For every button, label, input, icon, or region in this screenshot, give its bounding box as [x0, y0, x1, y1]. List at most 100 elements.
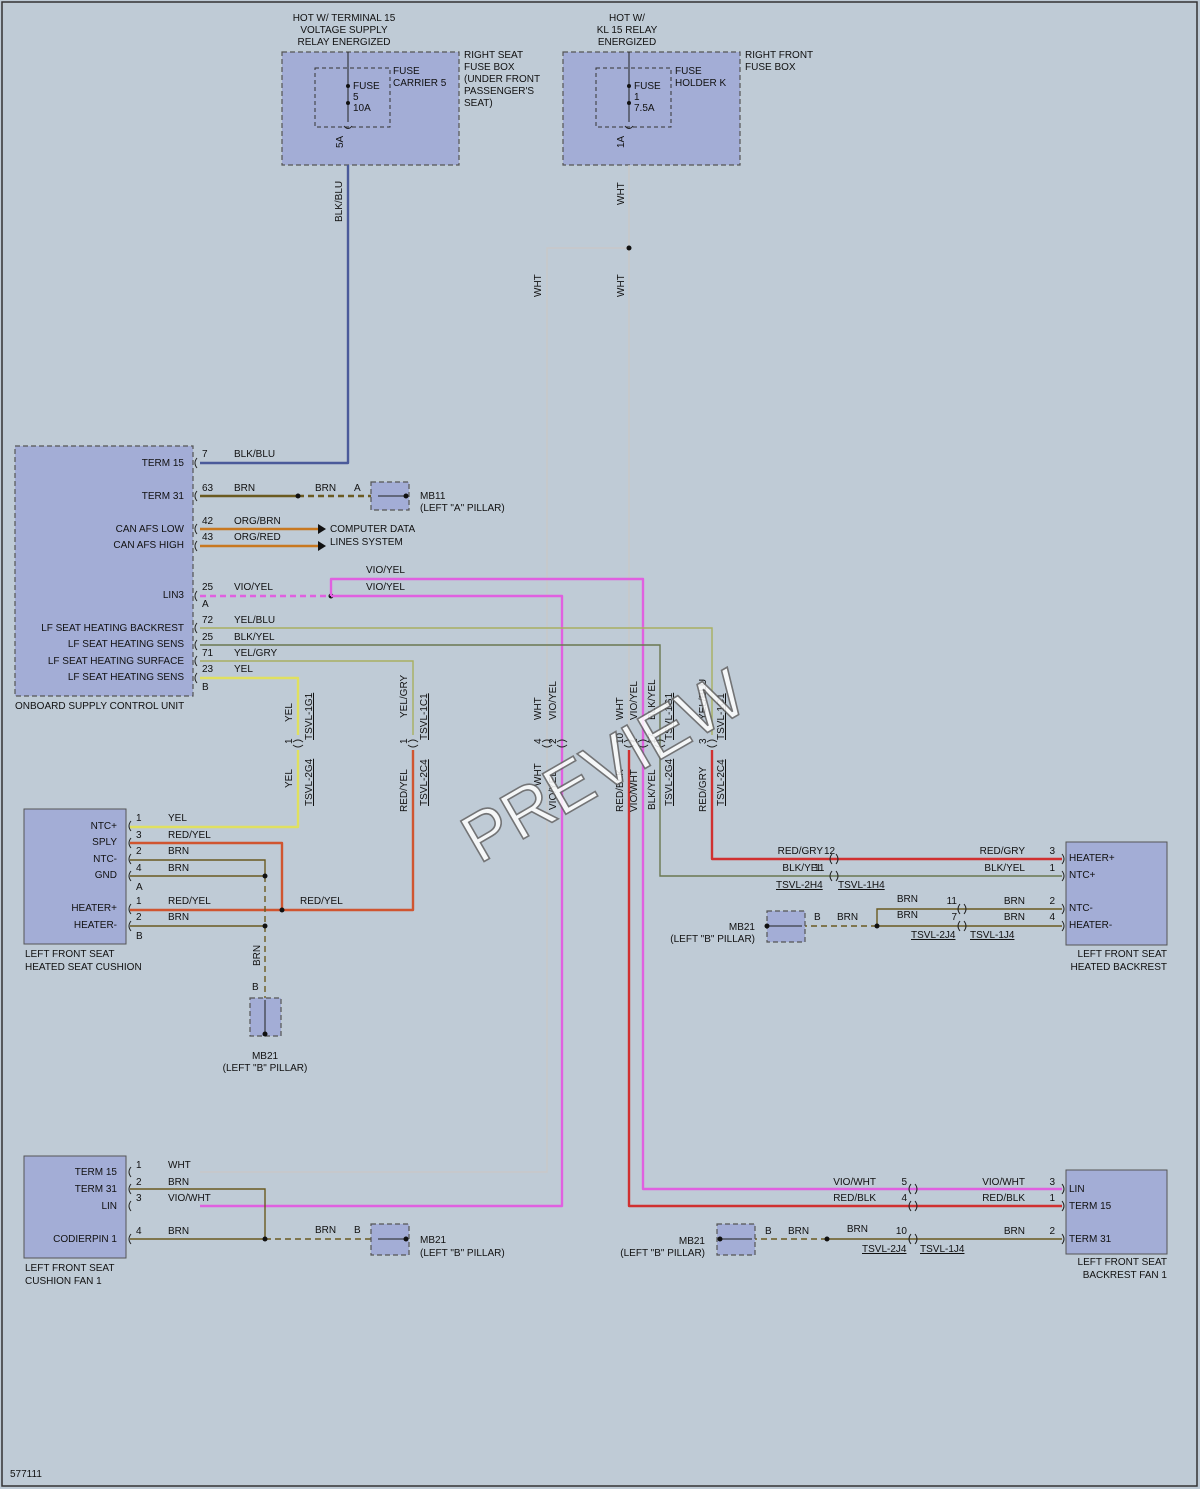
backrest-mb21: MB21: [729, 922, 756, 933]
backrest-label-2: NTC-: [1069, 903, 1093, 914]
backrest-name-2: HEATED BACKREST: [1071, 962, 1168, 973]
fan1-name-2: CUSHION FAN 1: [25, 1276, 102, 1287]
backrest-inner-n-0: 12: [824, 846, 836, 857]
c1-conn: TSVL-1G1: [304, 692, 315, 740]
backrest-fan-box[interactable]: [1065, 1169, 1168, 1255]
cushion-wire-0: YEL: [168, 813, 187, 824]
fan1-label-1: TERM 31: [75, 1184, 118, 1195]
c2-conn2: TSVL-2C4: [419, 759, 430, 806]
fuse1-carrier-1: FUSE: [393, 66, 420, 77]
heated-backrest: HEATER+ NTC+ NTC- HEATER- 3 1 2 4 RED/GR…: [670, 841, 1168, 973]
hotkl-line3: ENERGIZED: [598, 37, 656, 48]
fan2-conn-1: TSVL-1J4: [920, 1244, 965, 1255]
ecu-pin-label-4: LIN3: [163, 590, 185, 601]
wire-red-blk[interactable]: [627, 750, 1062, 1208]
wire-vio-yel-backrest-fan[interactable]: [329, 577, 1062, 1191]
c2-num: 1: [399, 738, 410, 744]
right-seat-fuse-box[interactable]: [281, 51, 460, 166]
cushion-wire-1: RED/YEL: [168, 830, 211, 841]
c3-bot: WHT: [533, 763, 544, 786]
cushion-conn-a: A: [136, 882, 143, 893]
backrest-box[interactable]: [1065, 841, 1168, 946]
c5-num: 10: [615, 732, 626, 744]
fuse1-rating: 10A: [353, 103, 371, 114]
backrest-inner-n-2: 11: [947, 896, 958, 907]
backrest-num-0: 3: [1049, 846, 1055, 857]
fuse1-carrier-2: CARRIER 5: [393, 78, 447, 89]
cushion-box[interactable]: [23, 808, 127, 945]
ecu-box[interactable]: [14, 445, 194, 697]
backrest-brn: BRN: [837, 912, 858, 923]
fuse2-title: FUSE: [634, 81, 661, 92]
wires: BLK/BLU WHT WHT WHT: [130, 165, 1062, 1242]
backrest-inner-w-1: BLK/YEL: [782, 863, 823, 874]
cushion-wire-4: RED/YEL: [168, 896, 211, 907]
cds-1: COMPUTER DATA: [330, 524, 416, 535]
ecu-brn2: BRN: [315, 483, 336, 494]
backrest-inner-n-1: 11: [814, 863, 825, 874]
cushion-mb21-loc: (LEFT "B" PILLAR): [223, 1063, 308, 1074]
cushion-label-4: HEATER+: [71, 903, 117, 914]
fan2-inner-n-1: 4: [901, 1193, 907, 1204]
c3-top: WHT: [533, 697, 544, 720]
wire-wht-fan1[interactable]: [200, 247, 629, 1173]
backrest-conn-3: TSVL-1J4: [970, 930, 1015, 941]
ecu-pin-label-7: LF SEAT HEATING SURFACE: [48, 656, 184, 667]
backrest-conn-0: TSVL-2H4: [776, 880, 823, 891]
fuse2-out: 1A: [616, 135, 627, 148]
fan2-brn: BRN: [788, 1226, 809, 1237]
backrest-num-1: 1: [1049, 863, 1055, 874]
ecu-pin-label-3: CAN AFS HIGH: [113, 540, 184, 551]
hot15-line1: HOT W/ TERMINAL 15: [293, 13, 396, 24]
cushion-b: B: [252, 982, 259, 993]
backrest-wire-0: RED/GRY: [980, 846, 1026, 857]
fb2-name-2: FUSE BOX: [745, 62, 796, 73]
ecu-term-a: A: [354, 483, 361, 494]
fan2-conn-0: TSVL-2J4: [862, 1244, 907, 1255]
fan1-mb21: MB21: [420, 1235, 447, 1246]
c8-conn: TSVL-1C1: [716, 693, 727, 740]
fuse2-num: 1: [634, 92, 640, 103]
cushion-name-1: LEFT FRONT SEAT: [25, 949, 114, 960]
ecu-pin-num-1: 63: [202, 483, 214, 494]
fb1-name-4: PASSENGER'S: [464, 86, 534, 97]
wire-blk-blu[interactable]: [200, 165, 350, 465]
wire-vio-yel-cushion-fan[interactable]: [200, 594, 564, 1208]
vio-yel-1: VIO/YEL: [366, 565, 405, 576]
backrest-num-3: 4: [1049, 912, 1055, 923]
right-front-fuse-box[interactable]: [562, 51, 741, 166]
label-wht-1: WHT: [616, 182, 627, 205]
ecu-conn-a: A: [202, 599, 209, 610]
ecu-pin-label-0: TERM 15: [142, 458, 185, 469]
cushion-fan-box[interactable]: [23, 1155, 127, 1259]
fan2-mb21-loc: (LEFT "B" PILLAR): [620, 1248, 705, 1259]
fan2-wire-0: VIO/WHT: [982, 1177, 1025, 1188]
ecu-pin-num-7: 71: [202, 648, 214, 659]
backrest-conn-1: TSVL-1H4: [838, 880, 885, 891]
c6-num: 1: [629, 738, 640, 744]
ecu-conn-b: B: [202, 682, 209, 693]
fuse-box-right-seat: HOT W/ TERMINAL 15 VOLTAGE SUPPLY RELAY …: [281, 13, 540, 166]
ecu-pin-num-5: 72: [202, 615, 214, 626]
fan1-label-2: LIN: [101, 1201, 117, 1212]
label-wht-3: WHT: [533, 274, 544, 297]
cds-2: LINES SYSTEM: [330, 537, 403, 548]
cushion-label-1: SPLY: [92, 837, 117, 848]
fan1-label-0: TERM 15: [75, 1167, 118, 1178]
label-blkblu-vertical: BLK/BLU: [334, 181, 345, 222]
ecu-pin-num-3: 43: [202, 532, 214, 543]
fan2-num-0: 3: [1049, 1177, 1055, 1188]
fan1-label-3: CODIERPIN 1: [53, 1234, 117, 1245]
fuse1-out: 5A: [335, 135, 346, 148]
fan2-inner-n-2: 10: [896, 1226, 908, 1237]
c8-top: YEL/BLU: [698, 679, 709, 720]
backrest-label-0: HEATER+: [1069, 853, 1115, 864]
ecu-name: ONBOARD SUPPLY CONTROL UNIT: [15, 701, 184, 712]
c7-conn2: TSVL-2G4: [664, 758, 675, 806]
diagram-id: 577111: [10, 1469, 42, 1480]
fan1-num-2: 3: [136, 1193, 142, 1204]
backrest-inner-w-2: BRN: [897, 894, 918, 905]
backrest-label-1: NTC+: [1069, 870, 1096, 881]
mid-connectors: YEL 1 TSVL-1G1 YEL TSVL-2G4 YEL/GRY 1 TS…: [284, 675, 727, 812]
fan1-brn: BRN: [315, 1225, 336, 1236]
